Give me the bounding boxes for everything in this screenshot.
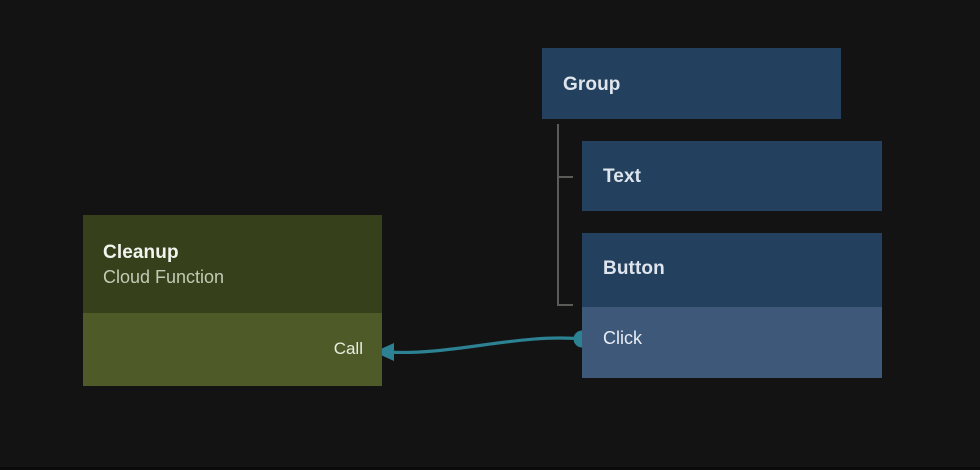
edge-click-to-call [386, 336, 584, 355]
port-click-output[interactable]: Click [603, 328, 642, 348]
tree-branch-text [559, 176, 573, 178]
button-title: Button [603, 258, 665, 279]
group-title: Group [563, 74, 621, 95]
cleanup-header: Cleanup Cloud Function [83, 215, 382, 313]
button-port-row[interactable]: Click [582, 307, 882, 378]
port-call-input[interactable]: Call [333, 339, 363, 358]
cleanup-title: Cleanup [103, 242, 179, 263]
node-group[interactable]: Group [542, 48, 841, 119]
node-text[interactable]: Text [582, 141, 882, 211]
node-button[interactable]: Button Click [582, 233, 882, 378]
cleanup-subtitle: Cloud Function [103, 267, 225, 287]
node-cleanup-function[interactable]: Cleanup Cloud Function Call [83, 215, 382, 386]
tree-branch-button [559, 304, 573, 306]
tree-connector [557, 124, 587, 308]
cleanup-body [83, 313, 382, 386]
text-title: Text [603, 166, 642, 187]
tree-vertical-line [557, 124, 559, 306]
button-header: Button [582, 233, 882, 307]
